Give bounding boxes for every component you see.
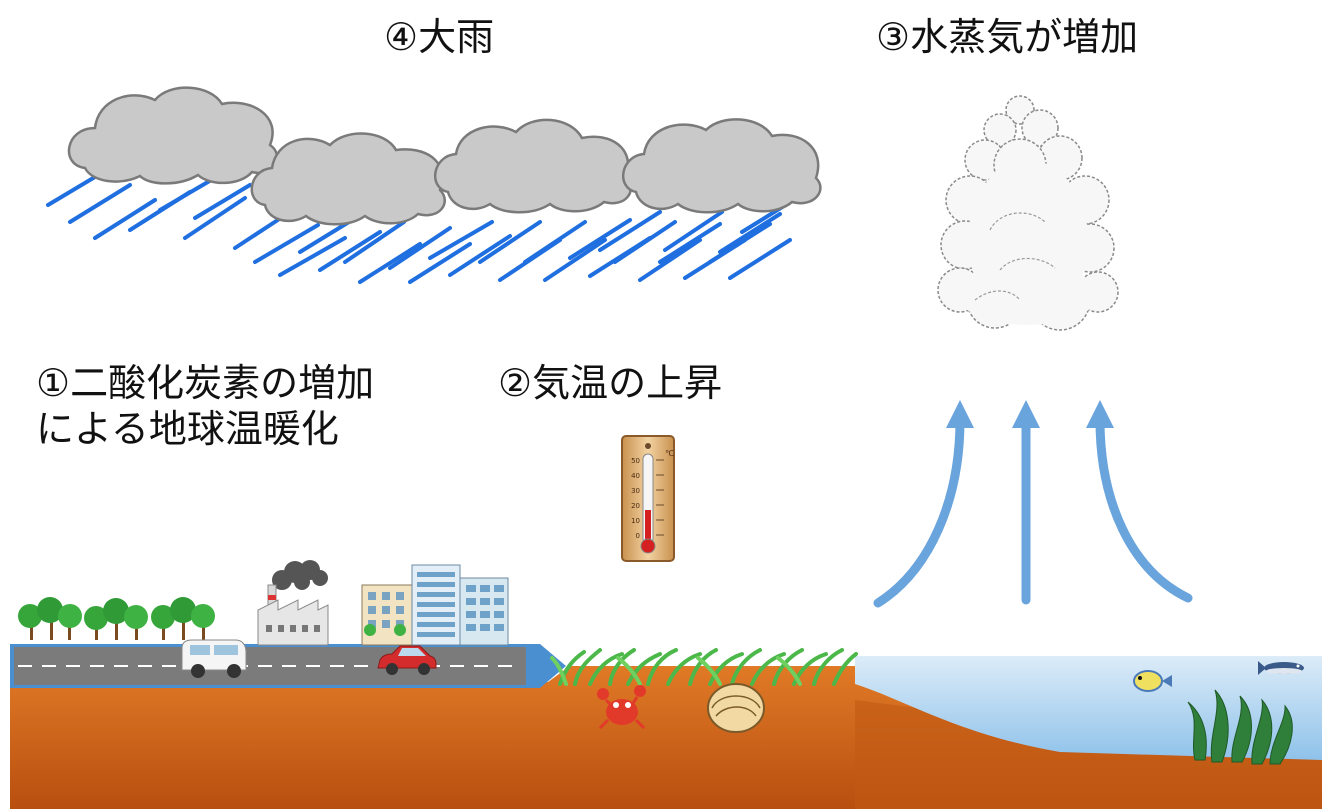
rain-streak xyxy=(93,198,157,240)
road xyxy=(10,644,566,688)
thermometer: 50 40 30 20 10 0 ℃ xyxy=(621,435,675,562)
buildings xyxy=(361,564,509,646)
rain-streak xyxy=(568,218,632,260)
rain-streak xyxy=(68,183,132,224)
vapor-cloud-fill xyxy=(958,160,1098,325)
rain-streak xyxy=(598,210,662,252)
arrow-head xyxy=(1012,400,1040,428)
rain-streak xyxy=(663,210,724,252)
label-step2-text: ②気温の上昇 xyxy=(498,361,723,405)
smoke xyxy=(272,560,328,590)
rain-streak xyxy=(638,238,702,282)
rain-streak xyxy=(343,220,406,264)
red-car xyxy=(377,645,437,675)
rain-clouds xyxy=(67,86,822,226)
tree-cluster xyxy=(151,597,215,640)
label-step1-line1: ①二酸化炭素の増加 xyxy=(36,361,375,405)
tree-cluster xyxy=(18,597,82,640)
tree-group xyxy=(18,597,215,640)
factory xyxy=(257,560,329,646)
clam xyxy=(707,683,765,733)
rain-streak xyxy=(408,242,472,284)
label-step4-heavy-rain: ④大雨 xyxy=(384,14,494,60)
thermometer-tick-20: 20 xyxy=(631,502,640,510)
rain-streak xyxy=(708,222,772,264)
rain-streak xyxy=(358,242,422,284)
rain-streak xyxy=(183,196,247,240)
label-step1-co2-warming: ①二酸化炭素の増加 による地球温暖化 xyxy=(36,360,374,453)
rain-streak xyxy=(728,238,792,280)
thermometer-unit: ℃ xyxy=(665,449,674,458)
rain-cloud xyxy=(67,86,279,185)
label-step3-text: ③水蒸気が増加 xyxy=(876,15,1139,59)
thermometer-tick-10: 10 xyxy=(631,517,640,525)
thermometer-tick-40: 40 xyxy=(631,472,640,480)
rain-cloud xyxy=(250,132,446,226)
thermometer-tick-0: 0 xyxy=(636,532,640,540)
rain-streak xyxy=(658,222,722,264)
arrow-heads xyxy=(946,400,1114,428)
label-step2-temperature-rise: ②気温の上昇 xyxy=(498,360,722,406)
arrow-head xyxy=(1086,400,1114,428)
thermometer-tick-30: 30 xyxy=(631,487,640,495)
arrow-up-right xyxy=(1095,415,1193,603)
rain-streak xyxy=(523,220,587,264)
rain-streak xyxy=(388,226,452,270)
thermometer-tick-50: 50 xyxy=(631,457,640,465)
tuna xyxy=(1258,661,1304,675)
rain-cloud xyxy=(621,118,822,214)
rain-streak xyxy=(613,220,677,264)
vapor-cloud-detail xyxy=(974,212,1056,301)
rain-streak xyxy=(318,230,382,272)
grass xyxy=(550,648,858,686)
white-van xyxy=(181,639,247,678)
label-step3-water-vapor: ③水蒸気が増加 xyxy=(876,14,1138,60)
rain-streak xyxy=(718,212,782,254)
tree-cluster xyxy=(84,598,148,640)
evaporation-arrows xyxy=(873,415,1193,608)
crab xyxy=(597,685,646,730)
rain-streak xyxy=(543,238,607,282)
label-step4-text: ④大雨 xyxy=(384,15,495,59)
rain-streak xyxy=(193,183,252,220)
arrow-up-left xyxy=(873,415,965,608)
rain-streak xyxy=(448,234,512,277)
seaweed xyxy=(1187,689,1293,765)
label-step1-line2: による地球温暖化 xyxy=(36,407,339,452)
rain-streak xyxy=(478,220,542,264)
rain-streak xyxy=(253,223,320,264)
pufferfish xyxy=(1133,670,1172,692)
rain-cloud xyxy=(433,118,632,214)
rain-streak xyxy=(278,236,347,277)
arrow-head xyxy=(946,400,974,428)
rain-streak xyxy=(428,220,494,260)
